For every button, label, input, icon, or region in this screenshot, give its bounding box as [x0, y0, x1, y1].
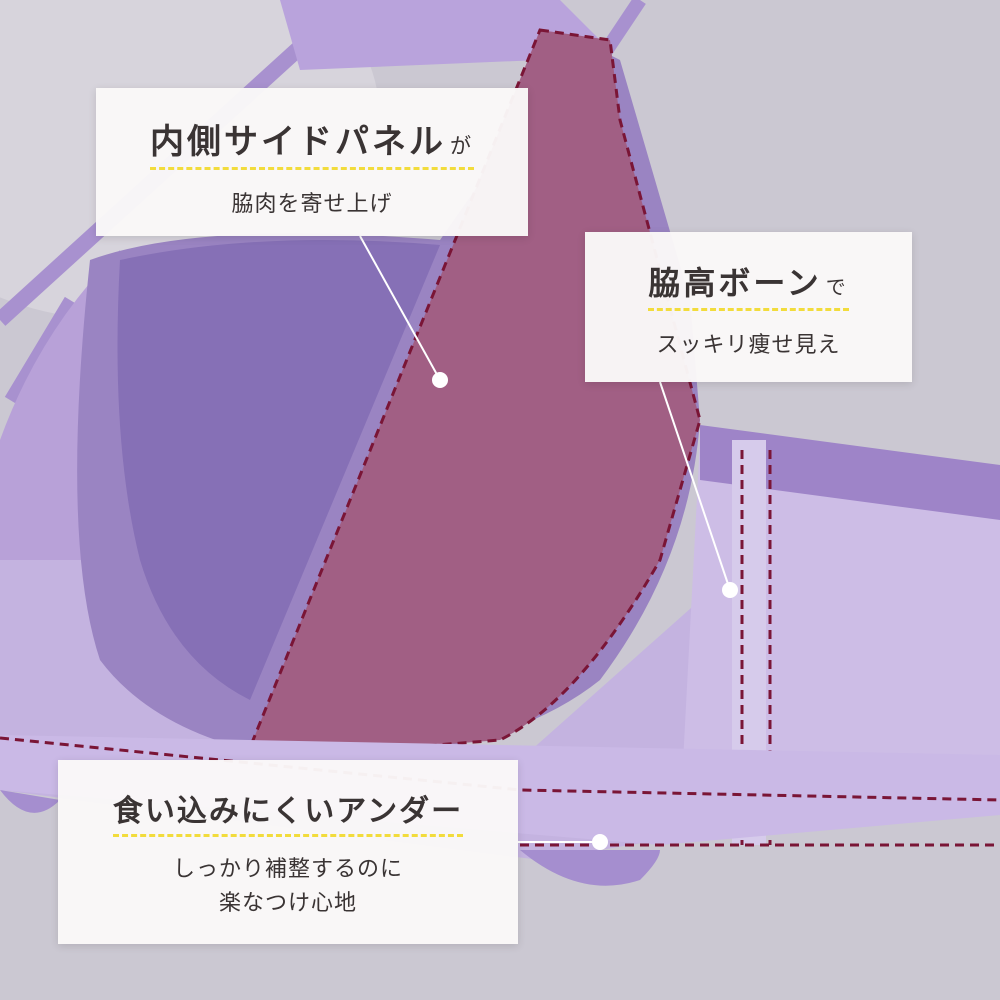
callout-under-band: 食い込みにくいアンダー しっかり補整するのに 楽なつけ心地: [58, 760, 518, 944]
callout-description: しっかり補整するのに 楽なつけ心地: [58, 853, 518, 921]
cup-inner: [117, 240, 440, 700]
right-wing-top-band: [700, 425, 1000, 520]
callout-description: スッキリ痩せ見え: [656, 333, 841, 358]
callout-description-line: 楽なつけ心地: [218, 891, 357, 916]
under-band-outline-top: [0, 736, 1000, 802]
dot-marker-icon: [432, 372, 448, 388]
left-frill: [0, 790, 60, 813]
side-panel: [245, 30, 700, 760]
callout-description-line: しっかり補整するのに: [172, 857, 403, 882]
under-frill: [520, 850, 660, 886]
side-panel-outline: [242, 28, 702, 762]
callout-title: 脇高ボーンで: [648, 258, 849, 311]
dot-marker-icon: [722, 582, 738, 598]
callout-title: 内側サイドパネルが: [149, 114, 475, 170]
callout-side-panel: 内側サイドパネルが 脇肉を寄せ上げ: [96, 88, 528, 236]
callout-description: 脇肉を寄せ上げ: [231, 192, 393, 217]
cross-strap: [4, 296, 76, 404]
leader-line: [659, 381, 731, 591]
dot-marker-icon: [592, 834, 608, 850]
leader-line: [359, 235, 441, 381]
callout-side-bone: 脇高ボーンで スッキリ痩せ見え: [585, 232, 912, 382]
lace-trim: [280, 0, 600, 70]
callout-title: 食い込みにくいアンダー: [112, 786, 464, 837]
